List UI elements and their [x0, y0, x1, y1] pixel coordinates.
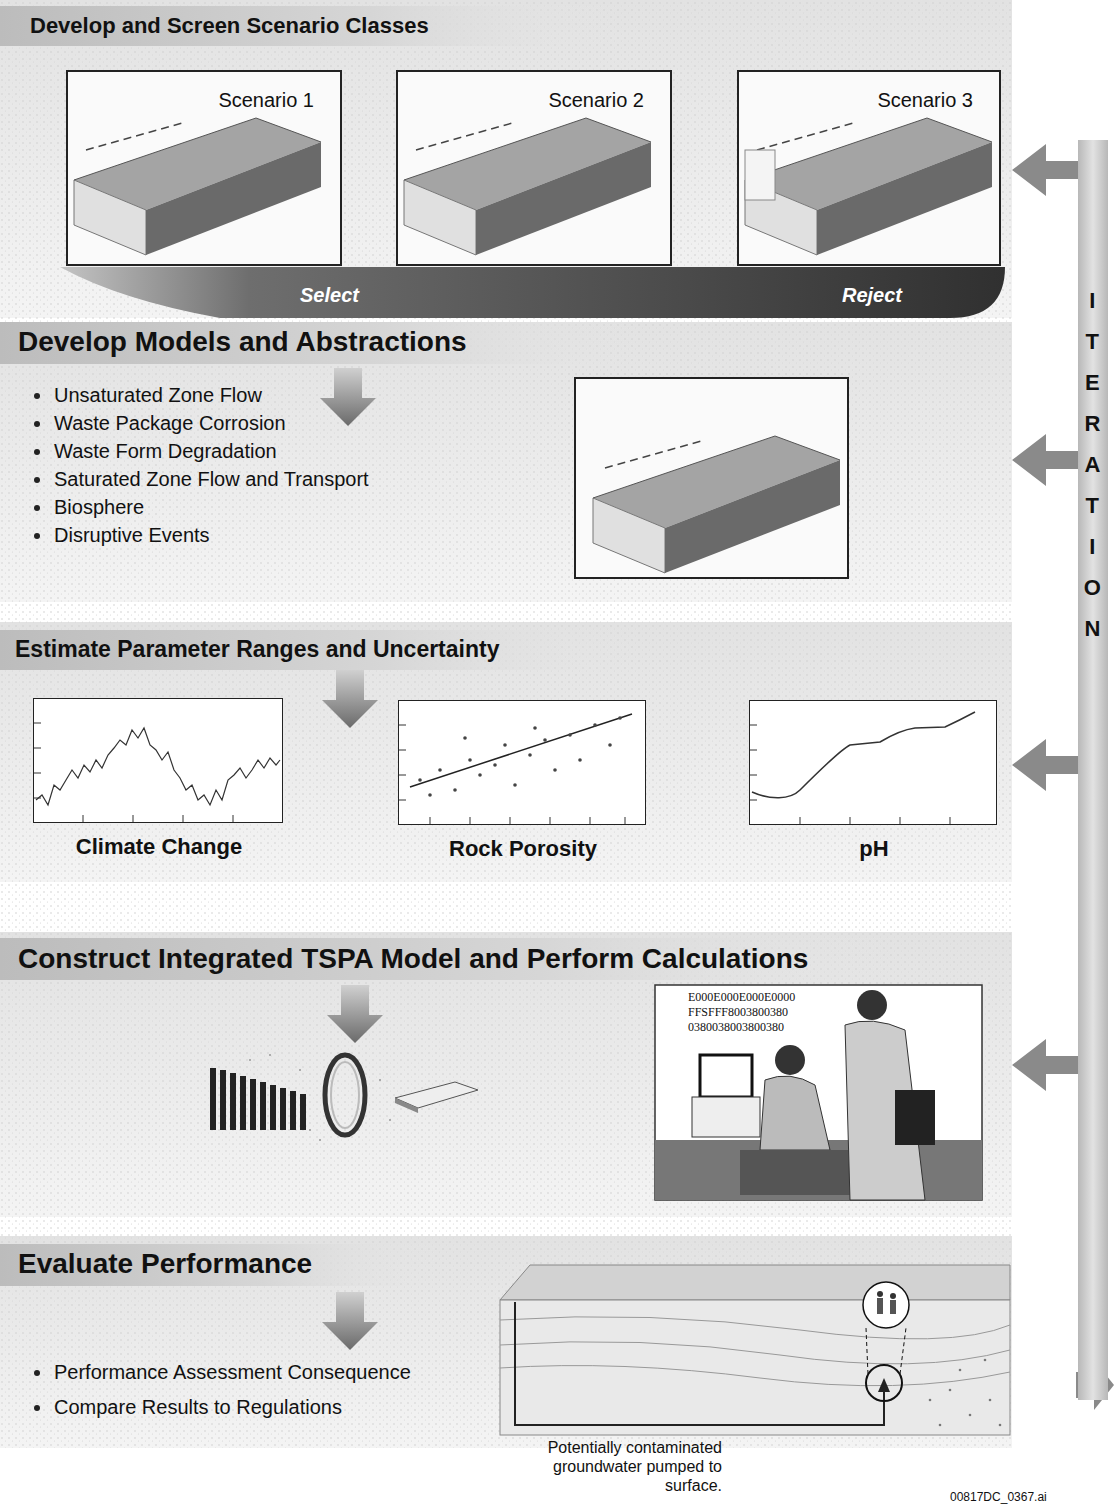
bullet-item: Waste Package Corrosion — [54, 411, 286, 435]
iteration-arrow — [1012, 434, 1078, 486]
section-band: Evaluate PerformancePerformance Assessme… — [0, 1236, 1012, 1448]
scenario-box: Scenario 3 — [737, 70, 1001, 266]
screen-code: E000E000E000E0000 — [686, 990, 797, 1004]
bullet-item: Biosphere — [54, 495, 144, 519]
bullet-dot — [34, 1405, 40, 1411]
bullet-item: Disruptive Events — [54, 523, 210, 547]
scenario-box: Scenario 1 — [66, 70, 342, 266]
bullet-dot — [34, 505, 40, 511]
section-heading: Estimate Parameter Ranges and Uncertaint… — [15, 636, 499, 664]
section-heading: Evaluate Performance — [18, 1247, 312, 1281]
bullet-dot — [34, 449, 40, 455]
bullet-dot — [34, 533, 40, 539]
iteration-arrow — [1012, 1039, 1078, 1091]
iteration-bar: ITERATION — [1078, 140, 1108, 1400]
iteration-arrow — [1012, 739, 1078, 791]
chart-caption: pH — [710, 836, 1038, 862]
screen-code: 0380038003800380 — [686, 1020, 786, 1034]
bullet-item: Performance Assessment Consequence — [54, 1360, 411, 1384]
chart-caption: Rock Porosity — [359, 836, 687, 862]
file-id: 00817DC_0367.ai — [950, 1490, 1047, 1504]
iteration-label: ITERATION — [1083, 280, 1102, 649]
bullet-item: Unsaturated Zone Flow — [54, 383, 262, 407]
figure-note: Potentially contaminated groundwater pum… — [500, 1438, 722, 1496]
section-band: Develop and Screen Scenario ClassesScena… — [0, 0, 1012, 318]
screen-code: FFSFFF8003800380 — [686, 1005, 790, 1019]
bullet-item: Saturated Zone Flow and Transport — [54, 467, 369, 491]
section-heading: Construct Integrated TSPA Model and Perf… — [18, 942, 808, 976]
section-heading: Develop Models and Abstractions — [18, 325, 467, 359]
bullet-dot — [34, 421, 40, 427]
bullet-dot — [34, 1370, 40, 1376]
chart-frame: Rock Porosity — [398, 700, 646, 825]
section-band: Develop Models and AbstractionsUnsaturat… — [0, 322, 1012, 602]
section-band: Estimate Parameter Ranges and Uncertaint… — [0, 622, 1012, 882]
chart-frame: Climate Change — [33, 698, 283, 823]
scenario-box: Scenario 2 — [396, 70, 672, 266]
chart-caption: Climate Change — [0, 834, 324, 860]
scenario-title: Scenario 1 — [218, 88, 314, 112]
bullet-item: Compare Results to Regulations — [54, 1395, 342, 1419]
scenario-title: Scenario 2 — [548, 88, 644, 112]
bullet-dot — [34, 393, 40, 399]
iteration-arrow — [1012, 144, 1078, 196]
bullet-item: Waste Form Degradation — [54, 439, 277, 463]
section-heading: Develop and Screen Scenario Classes — [30, 13, 429, 39]
section-band: Construct Integrated TSPA Model and Perf… — [0, 932, 1012, 1217]
select-label: Select — [300, 283, 359, 307]
bullet-dot — [34, 477, 40, 483]
reject-label: Reject — [842, 283, 902, 307]
chart-frame: pH — [749, 700, 997, 825]
scenario-title: Scenario 3 — [877, 88, 973, 112]
